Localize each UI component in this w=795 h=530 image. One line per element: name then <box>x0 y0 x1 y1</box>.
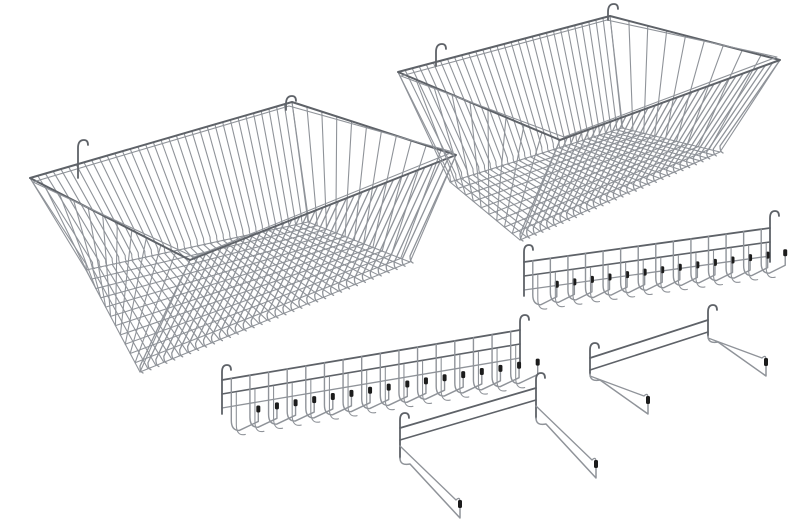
long-hook-rack <box>221 314 540 436</box>
narrow-shelf-bracket <box>589 304 768 415</box>
wide-shelf-bracket <box>399 372 598 519</box>
large-wire-basket <box>29 95 457 374</box>
short-hook-rack <box>523 210 788 310</box>
small-wire-basket <box>397 3 781 242</box>
